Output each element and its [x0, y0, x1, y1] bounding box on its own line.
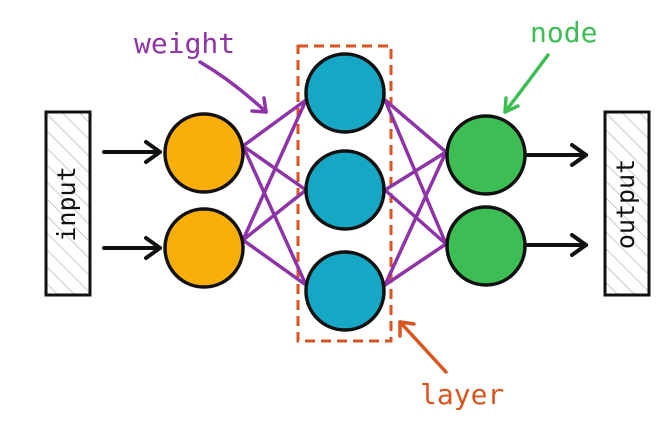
layer-label: layer [420, 378, 504, 411]
output-node [445, 114, 527, 196]
output-layer [445, 114, 527, 287]
weights-input-hidden [241, 98, 308, 287]
arrow-icon [198, 60, 268, 114]
input-node [163, 207, 245, 289]
weight-edge [383, 150, 448, 192]
weight-edge [383, 98, 448, 154]
weight-label: weight [134, 27, 235, 60]
arrow-icon [398, 320, 448, 374]
weight-annotation: weight [134, 27, 268, 114]
arrow-right-icon [102, 140, 162, 164]
node-label: node [530, 16, 597, 49]
arrow-right-icon [102, 236, 162, 260]
hidden-layer [304, 52, 386, 332]
weight-edge [383, 150, 448, 287]
input-layer [163, 112, 245, 289]
node-annotation: node [503, 16, 597, 114]
output-arrows [526, 143, 588, 257]
weight-edge [241, 98, 308, 242]
input-arrows [102, 140, 162, 260]
weight-edge [241, 238, 308, 287]
input-box: input [44, 110, 92, 297]
layer-annotation: layer [398, 320, 504, 411]
weight-edge [241, 98, 308, 148]
hidden-node [304, 149, 386, 231]
arrow-right-icon [526, 233, 588, 257]
arrow-icon [503, 53, 550, 114]
hidden-node [304, 52, 386, 134]
output-box: output [603, 110, 651, 297]
output-node [445, 205, 527, 287]
hidden-node [304, 250, 386, 332]
weight-edge [383, 242, 448, 287]
weight-edge [241, 188, 308, 242]
arrow-right-icon [526, 143, 588, 167]
input-label: input [52, 166, 81, 241]
input-node [163, 112, 245, 194]
weights-hidden-output [383, 98, 448, 287]
output-label: output [611, 159, 640, 249]
